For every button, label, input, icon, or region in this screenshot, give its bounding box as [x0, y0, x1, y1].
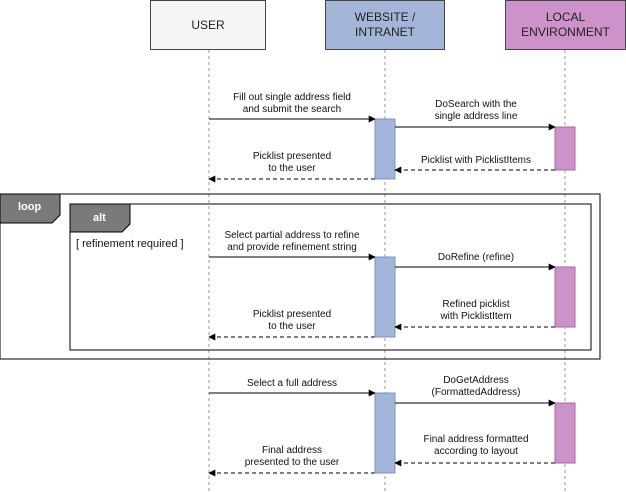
- message-label-m9: Select a full address: [246, 378, 338, 389]
- participant-local: LOCAL ENVIRONMENT: [505, 0, 626, 50]
- message-label-m6: DoRefine (refine): [437, 252, 515, 263]
- activation-local-2: [554, 266, 576, 328]
- activation-local-1: [554, 126, 576, 171]
- message-label-m12: Final address presented to the user: [244, 445, 340, 468]
- activation-website-2: [374, 256, 396, 338]
- activation-website-3: [374, 392, 396, 474]
- participant-user: USER: [150, 0, 266, 50]
- message-label-m2: DoSearch with the single address line: [434, 99, 518, 122]
- loop-fragment-tab: [0, 193, 61, 224]
- message-label-m7: Refined picklist with PicklistItem: [440, 299, 512, 322]
- loop-keyword: loop: [18, 201, 42, 213]
- message-label-m11: Final address formatted according to lay…: [423, 434, 529, 457]
- message-label-m4: Picklist presented to the user: [252, 151, 332, 174]
- message-label-m8: Picklist presented to the user: [252, 309, 332, 332]
- alt-fragment-frame: [69, 203, 592, 351]
- message-label-m1: Fill out single address field and submit…: [233, 92, 351, 115]
- loop-fragment-frame: [0, 193, 601, 360]
- activation-local-3: [554, 402, 576, 464]
- alt-fragment-tab: [69, 203, 131, 233]
- message-label-m10: DoGetAddress (FormattedAddress): [431, 375, 521, 398]
- participant-website: WEBSITE / INTRANET: [325, 0, 445, 50]
- message-label-m5: Select partial address to refine and pro…: [224, 230, 360, 253]
- alt-keyword: alt: [93, 212, 106, 224]
- activation-website-1: [374, 118, 396, 180]
- message-label-m3: Picklist with PicklistItems: [420, 155, 531, 166]
- alt-condition: [ refinement required ]: [76, 238, 184, 250]
